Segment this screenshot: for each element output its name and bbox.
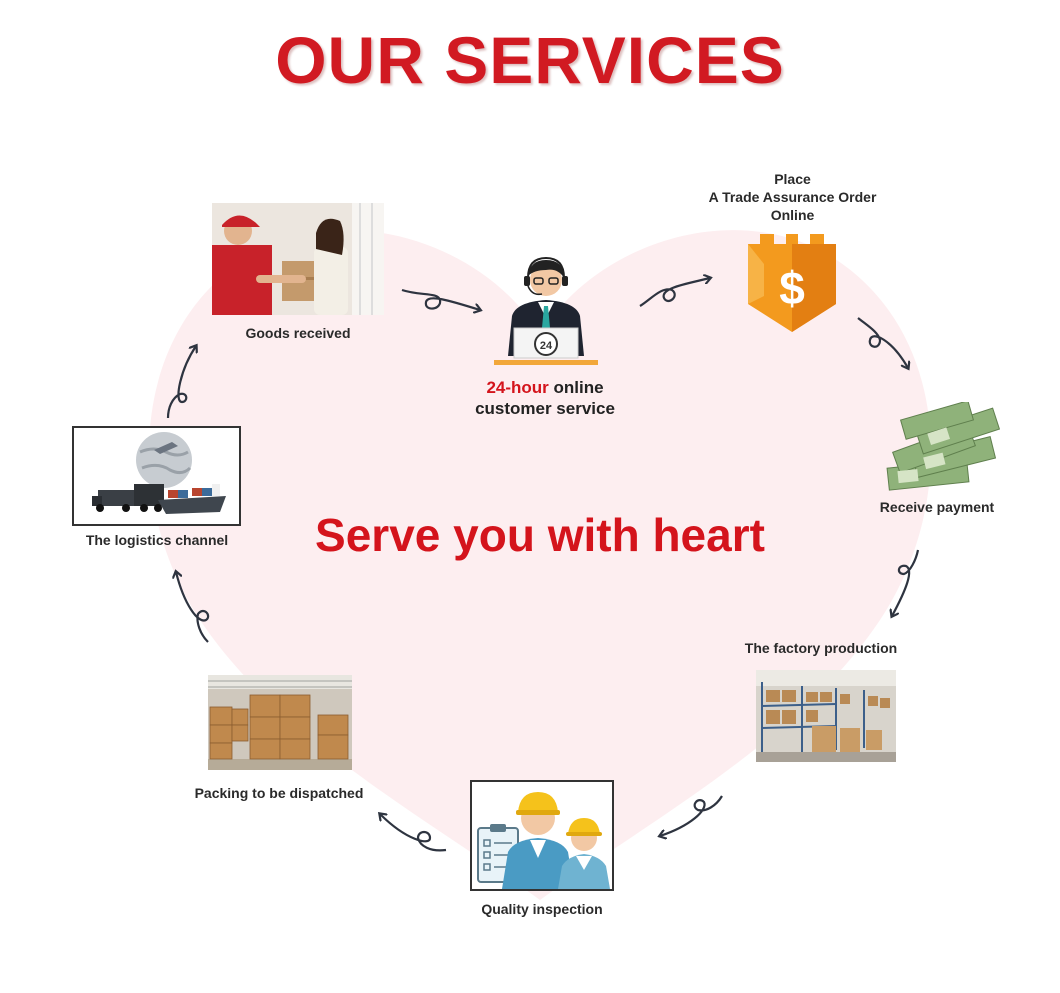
receive-payment-label: Receive payment [879, 499, 995, 515]
arrow-factory-to-inspection [660, 795, 723, 836]
place-order-line2: A Trade Assurance Order [708, 189, 877, 205]
factory-warehouse-photo [756, 670, 896, 762]
arrow-service-to-place [639, 278, 710, 307]
arrow-packing-to-logistics [176, 572, 210, 643]
customer-service-label: 24-hour online customer service [430, 377, 660, 419]
goods-received-photo [212, 203, 384, 315]
arrow-logistics-to-goods [166, 346, 196, 419]
place-order-line1: Place [774, 171, 811, 187]
packing-warehouse-photo [208, 675, 352, 770]
place-order-line3: Online [770, 207, 815, 223]
customer-service-line1: online [548, 378, 604, 397]
arrow-inspection-to-packing [380, 814, 447, 852]
logistics-photo [72, 426, 241, 526]
place-order-label: Place A Trade Assurance Order Online [680, 170, 905, 224]
logistics-label: The logistics channel [85, 532, 229, 548]
arrow-goods-to-service [401, 288, 480, 310]
quality-inspection-label: Quality inspection [481, 901, 603, 917]
money-stack-icon [884, 400, 1004, 494]
tagline: Serve you with heart [315, 509, 765, 561]
badge-24-text: 24 [540, 340, 553, 352]
trade-assurance-shield-icon: $ [744, 234, 840, 334]
packing-label: Packing to be dispatched [194, 785, 364, 801]
quality-inspection-photo [470, 780, 614, 891]
customer-service-highlight: 24-hour [486, 378, 549, 397]
goods-received-label: Goods received [245, 325, 351, 341]
shield-dollar-text: $ [779, 262, 805, 314]
factory-production-label: The factory production [744, 640, 898, 656]
customer-service-line2: customer service [475, 399, 615, 418]
customer-service-icon: 24 [494, 256, 598, 368]
arrow-place-to-payment [857, 317, 908, 368]
page-title: OUR SERVICES [275, 23, 785, 97]
arrow-payment-to-factory [892, 549, 920, 616]
